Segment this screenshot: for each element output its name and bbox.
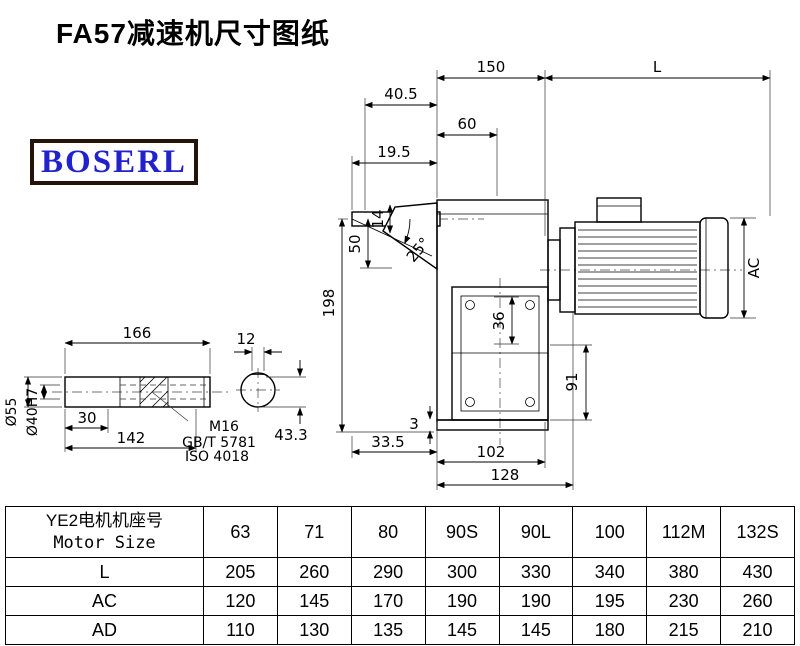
label-gbt-5781: GB/T 5781 — [182, 435, 256, 451]
extension-lines — [24, 70, 771, 490]
value-cell: 210 — [720, 615, 795, 645]
value-cell: 190 — [498, 586, 574, 616]
dim-43-3: 43.3 — [274, 426, 307, 444]
size-cell: 71 — [276, 506, 352, 558]
dim-AC: AC — [745, 258, 763, 278]
bolt-hole-icon — [525, 300, 535, 310]
value-cell: 195 — [572, 586, 648, 616]
motor-fins — [578, 229, 697, 308]
dimension-labels: 150 L 40.5 60 19.5 14 50 198 25° AC 36 9… — [4, 58, 763, 484]
bolt-hole-icon — [525, 397, 535, 407]
header-line1: YE2电机机座号 — [45, 510, 164, 530]
dim-3: 3 — [409, 415, 419, 433]
header-line2: Motor Size — [53, 533, 156, 553]
fan-cover — [699, 217, 729, 319]
value-cell: 170 — [350, 586, 426, 616]
gearbox-body — [351, 199, 549, 431]
dim-14: 14 — [369, 209, 387, 228]
dim-198: 198 — [320, 289, 338, 318]
dim-dia40h7: Ø40H7 — [25, 388, 41, 436]
dim-40-5: 40.5 — [384, 85, 417, 103]
dim-19-5: 19.5 — [377, 143, 410, 161]
dim-128: 128 — [491, 466, 520, 484]
dim-166: 166 — [123, 324, 152, 342]
dim-102: 102 — [477, 443, 506, 461]
size-cell: 132S — [720, 506, 795, 558]
technical-drawing: 150 L 40.5 60 19.5 14 50 198 25° AC 36 9… — [4, 58, 771, 490]
value-cell: 380 — [646, 557, 722, 587]
value-cell: 260 — [276, 557, 352, 587]
size-cell: 90S — [424, 506, 500, 558]
m16-leader — [151, 391, 189, 422]
motor-size-header-cell: YE2电机机座号 Motor Size — [5, 506, 204, 558]
shaft-detail-view — [64, 376, 211, 408]
size-cell: 80 — [350, 506, 426, 558]
table-row-L: L 205 260 290 300 330 340 380 430 — [5, 557, 795, 587]
size-cell: 63 — [203, 506, 278, 558]
logo-text: BOSERL — [41, 143, 187, 180]
value-cell: 130 — [276, 615, 352, 645]
table-row-AD: AD 110 130 135 145 145 180 215 210 — [5, 615, 795, 645]
label-m16: M16 — [209, 419, 239, 435]
dim-50: 50 — [346, 234, 364, 253]
value-cell: 120 — [203, 586, 278, 616]
value-cell: 260 — [720, 586, 795, 616]
value-cell: 145 — [498, 615, 574, 645]
value-cell: 290 — [350, 557, 426, 587]
dim-30: 30 — [77, 409, 96, 427]
table-header-row: YE2电机机座号 Motor Size 63 71 80 90S 90L 100… — [5, 506, 795, 558]
label-iso-4018: ISO 4018 — [185, 449, 249, 465]
dim-142: 142 — [117, 429, 146, 447]
size-cell: 100 — [572, 506, 648, 558]
value-cell: 180 — [572, 615, 648, 645]
bolt-hole-icon — [465, 300, 475, 310]
base-plate — [436, 419, 549, 431]
dimension-table: YE2电机机座号 Motor Size 63 71 80 90S 90L 100… — [5, 506, 795, 645]
value-cell: 330 — [498, 557, 574, 587]
value-cell: 205 — [203, 557, 278, 587]
bolt-hole-icon — [465, 397, 475, 407]
dim-150: 150 — [477, 58, 506, 76]
value-cell: 145 — [276, 586, 352, 616]
dimension-lines — [24, 74, 771, 489]
value-cell: 230 — [646, 586, 722, 616]
value-cell: 110 — [203, 615, 278, 645]
terminal-box — [596, 197, 642, 223]
dim-L: L — [653, 58, 662, 76]
value-cell: 215 — [646, 615, 722, 645]
size-cell: 112M — [646, 506, 722, 558]
dim-36: 36 — [490, 311, 508, 330]
dim-12: 12 — [236, 330, 255, 348]
value-cell: 135 — [350, 615, 426, 645]
value-cell: 190 — [424, 586, 500, 616]
motor — [547, 197, 729, 319]
value-cell: 300 — [424, 557, 500, 587]
dim-60: 60 — [457, 115, 476, 133]
table-row-AC: AC 120 145 170 190 190 195 230 260 — [5, 586, 795, 616]
size-cell: 90L — [498, 506, 574, 558]
value-cell: 340 — [572, 557, 648, 587]
boserl-logo: BOSERL — [30, 139, 198, 185]
page-title: FA57减速机尺寸图纸 — [56, 18, 330, 49]
row-label: L — [5, 557, 204, 587]
value-cell: 430 — [720, 557, 795, 587]
angle-arc — [404, 218, 411, 245]
row-label: AC — [5, 586, 204, 616]
dim-dia55: Ø55 — [4, 398, 20, 427]
value-cell: 145 — [424, 615, 500, 645]
centerlines — [52, 218, 742, 445]
dim-91: 91 — [563, 372, 581, 391]
row-label: AD — [5, 615, 204, 645]
dim-33-5: 33.5 — [371, 433, 404, 451]
